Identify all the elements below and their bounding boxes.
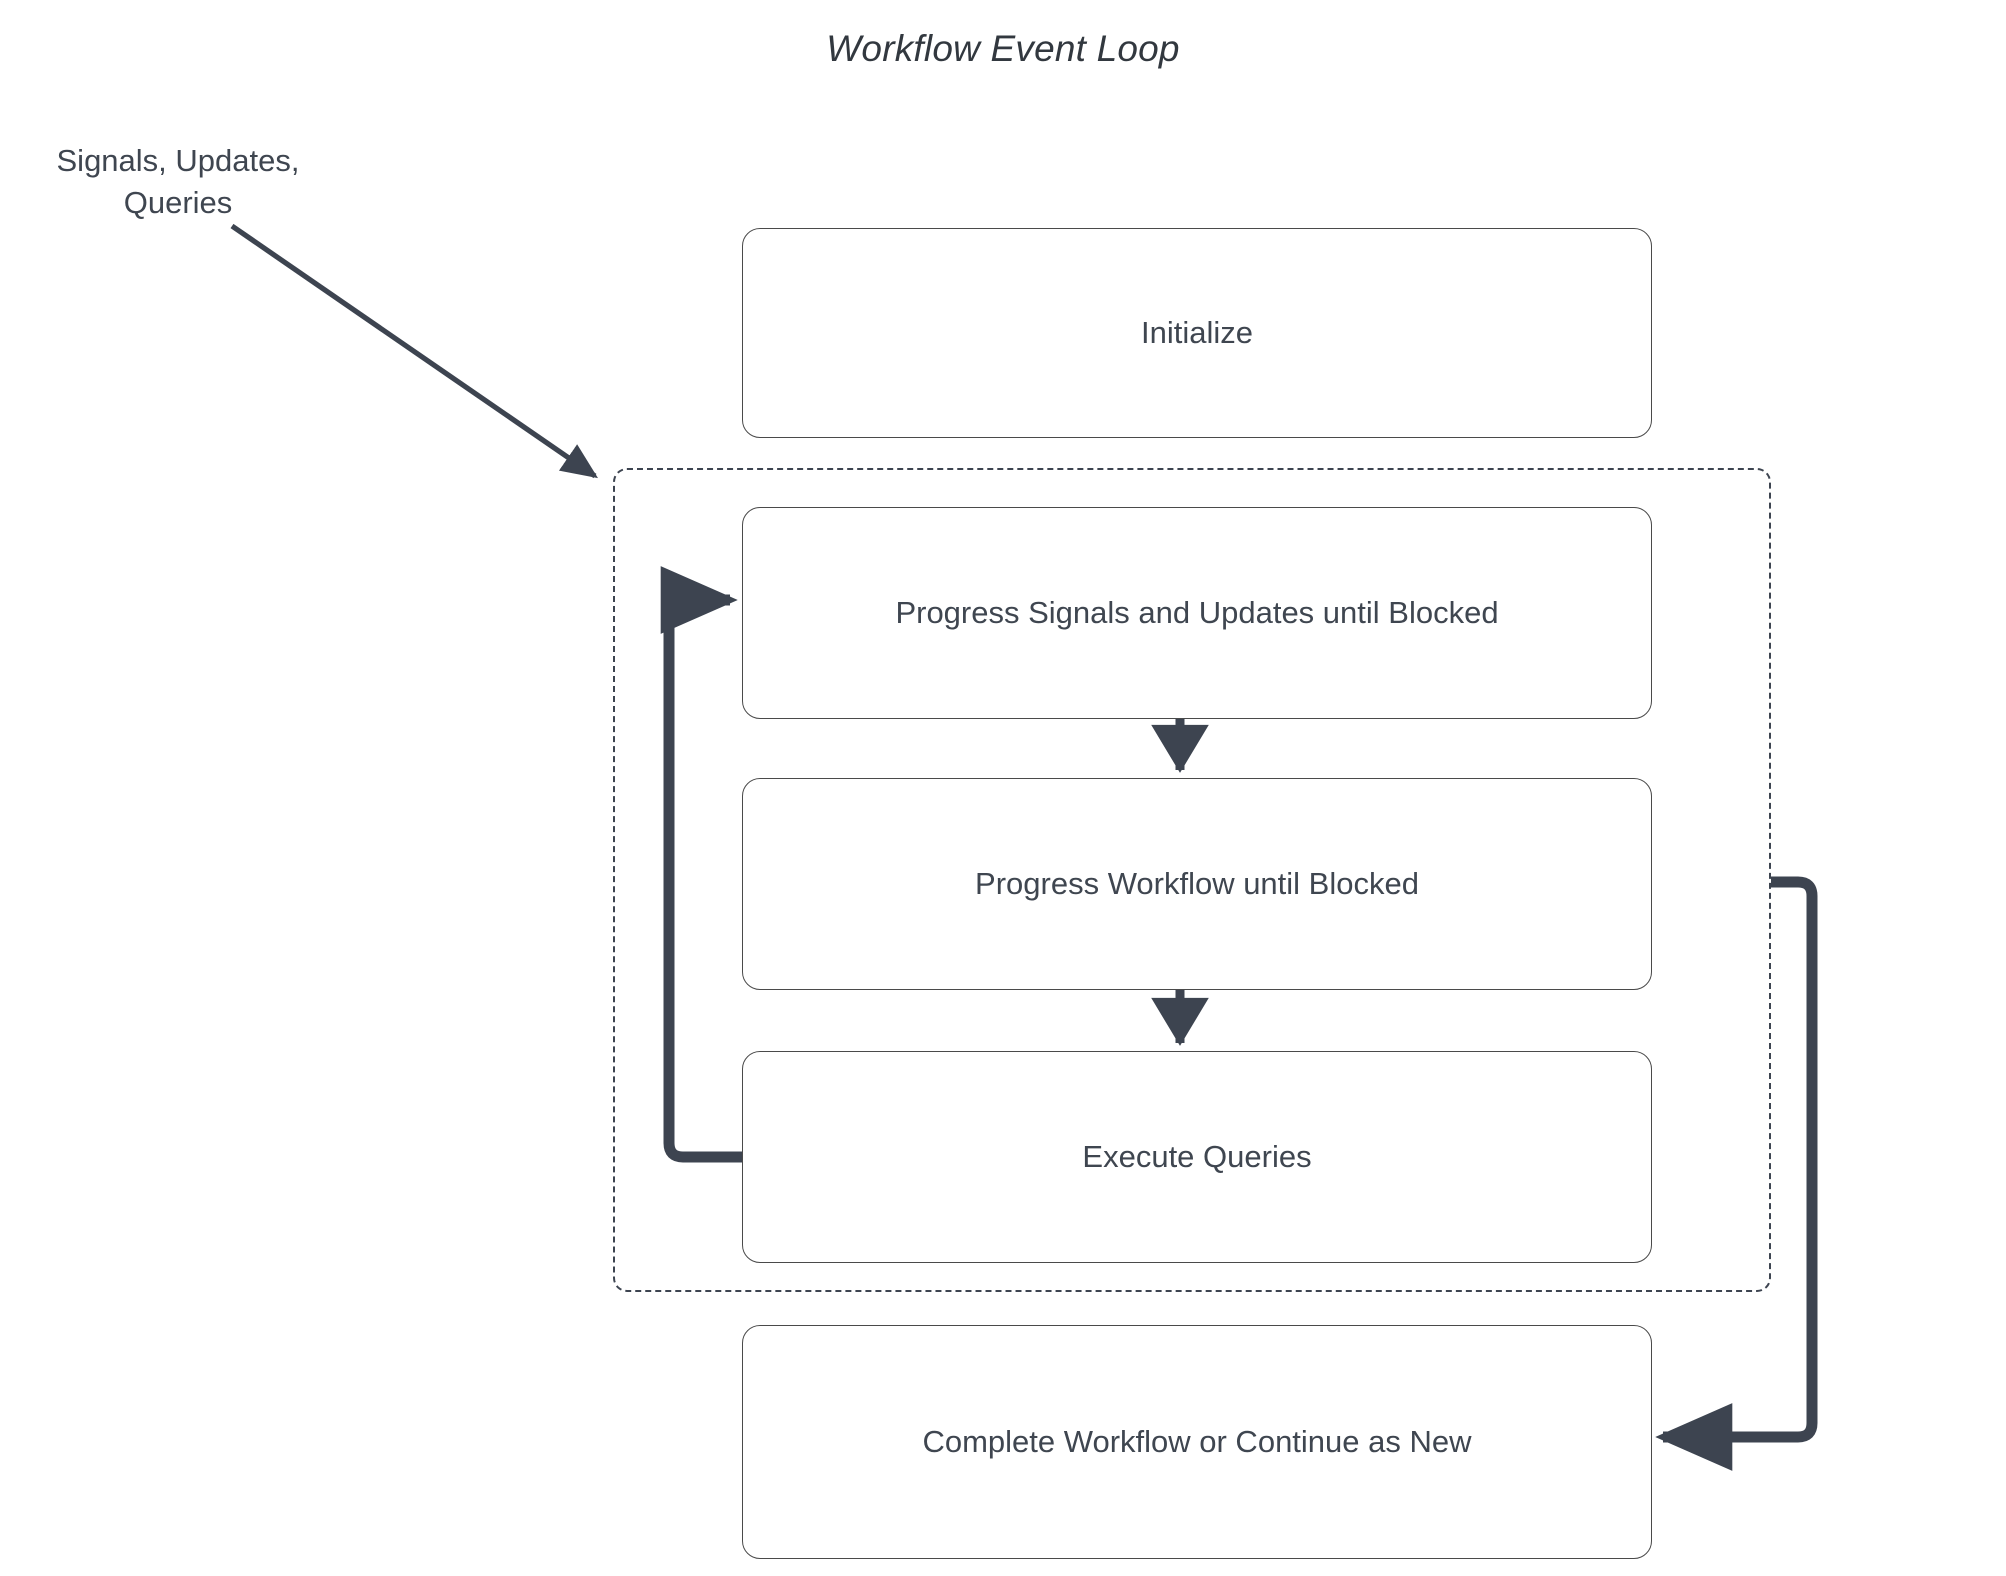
- edge-signals-to-loop: [230, 223, 598, 479]
- node-progress-signals[interactable]: Progress Signals and Updates until Block…: [742, 507, 1652, 719]
- external-input-label-line1: Signals, Updates,: [56, 143, 300, 178]
- node-complete-workflow-label: Complete Workflow or Continue as New: [922, 1424, 1472, 1459]
- node-progress-workflow[interactable]: Progress Workflow until Blocked: [742, 778, 1652, 990]
- node-progress-signals-label: Progress Signals and Updates until Block…: [895, 595, 1499, 630]
- node-initialize-label: Initialize: [1141, 315, 1253, 350]
- page-title: Workflow Event Loop: [826, 28, 1180, 69]
- node-execute-queries[interactable]: Execute Queries: [742, 1051, 1652, 1263]
- external-input-label-line2: Queries: [123, 185, 233, 220]
- node-initialize[interactable]: Initialize: [742, 228, 1652, 438]
- node-complete-workflow[interactable]: Complete Workflow or Continue as New: [742, 1325, 1652, 1559]
- node-progress-workflow-label: Progress Workflow until Blocked: [975, 866, 1419, 901]
- loop-container: [613, 468, 1771, 1292]
- node-execute-queries-label: Execute Queries: [1082, 1139, 1312, 1174]
- external-input-label: Signals, Updates, Queries: [18, 140, 338, 224]
